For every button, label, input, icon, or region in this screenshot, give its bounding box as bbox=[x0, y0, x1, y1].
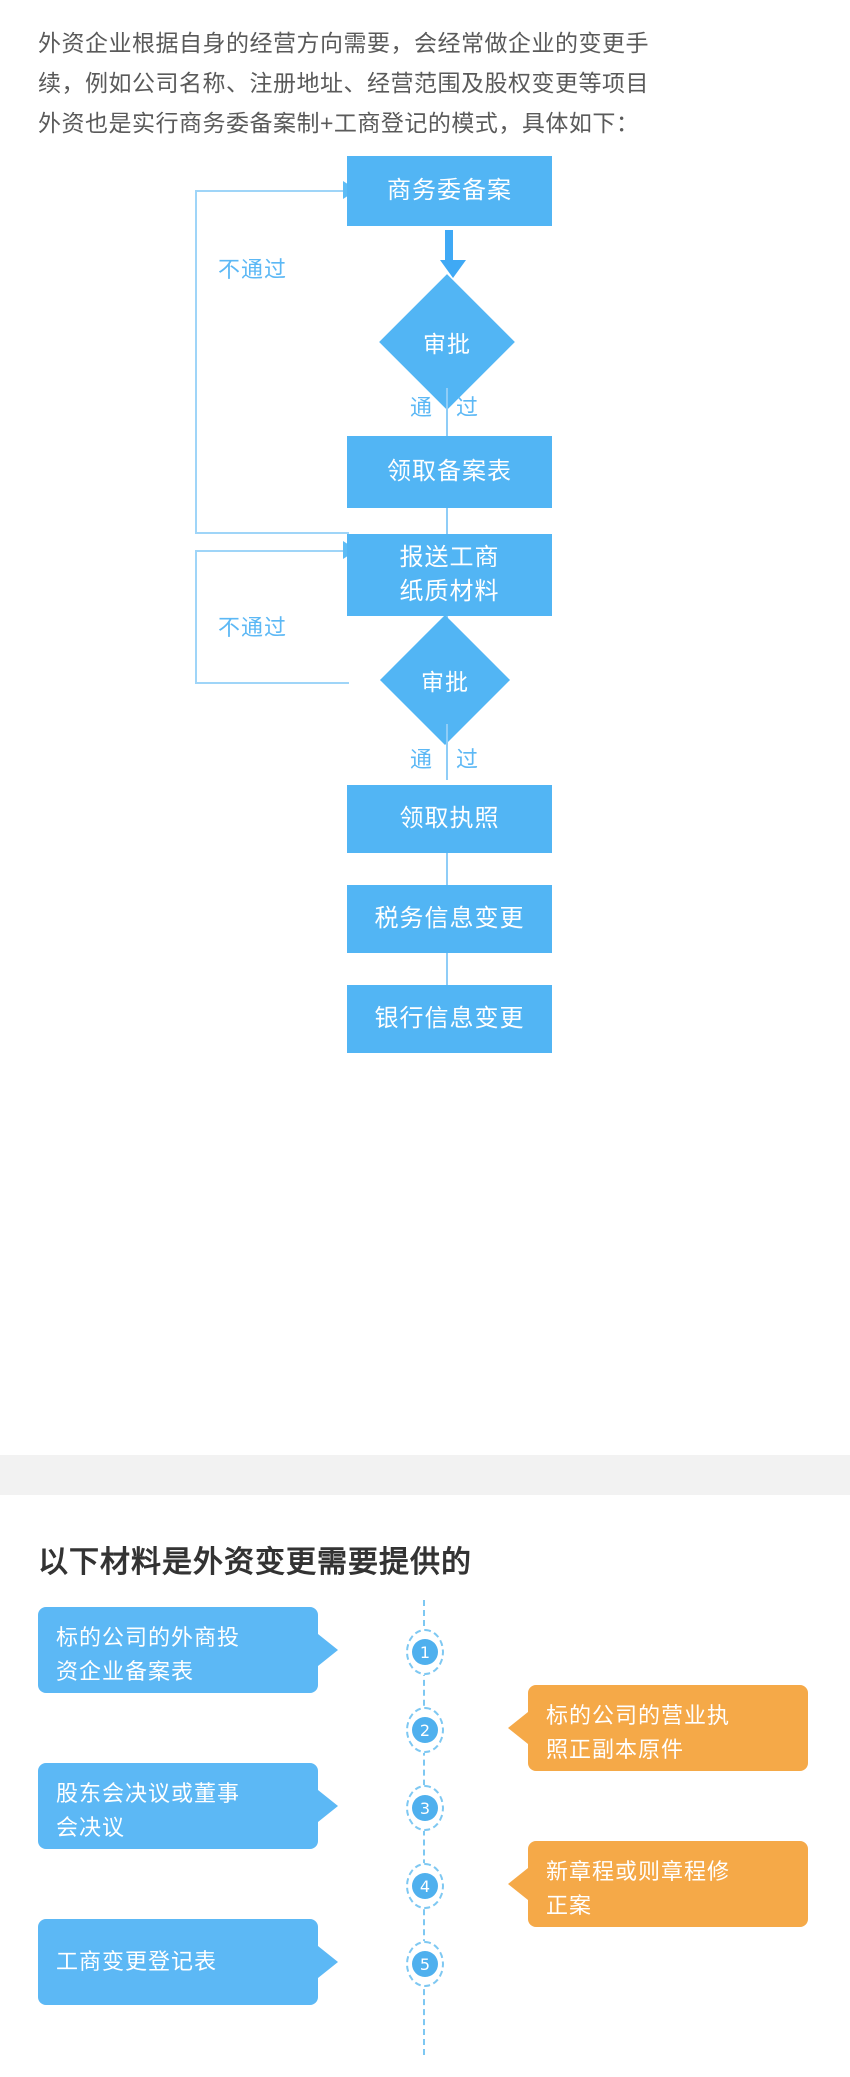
material-item-2-line1: 标的公司的营业执 bbox=[546, 1703, 731, 1728]
pass-label-2-right: 过 bbox=[456, 747, 479, 772]
flow-node-submit-paper-docs[interactable]: 报送工商 纸质材料 bbox=[347, 534, 552, 616]
flow-line-4-5 bbox=[446, 853, 448, 885]
flow-node-get-filing-form[interactable]: 领取备案表 bbox=[347, 436, 552, 508]
material-item-5-tail bbox=[318, 1946, 338, 1978]
material-item-2-tail bbox=[508, 1712, 528, 1744]
reject-label-2: 不通过 bbox=[218, 615, 288, 640]
flow-line-2-3 bbox=[446, 508, 448, 534]
materials-title: 以下材料是外资变更需要提供的 bbox=[38, 1546, 472, 1579]
material-node-5-number: 5 bbox=[412, 1951, 438, 1977]
flow-arrow-1-head bbox=[440, 260, 466, 278]
pass-label-1-left: 通 bbox=[410, 395, 433, 420]
material-item-4-line2: 正案 bbox=[546, 1893, 593, 1918]
flow-arrow-1-shaft bbox=[445, 230, 453, 262]
material-node-2-number: 2 bbox=[412, 1717, 438, 1743]
flow-node-commerce-filing-label: 商务委备案 bbox=[387, 177, 512, 204]
intro-line-2: 续，例如公司名称、注册地址、经营范围及股权变更等项目 bbox=[38, 70, 649, 96]
pass-label-1-right: 过 bbox=[456, 395, 479, 420]
material-item-1[interactable]: 标的公司的外商投 资企业备案表 bbox=[38, 1607, 318, 1693]
reject-label-1: 不通过 bbox=[218, 257, 288, 282]
material-node-3-number: 3 bbox=[412, 1795, 438, 1821]
flow-line-pass-1 bbox=[446, 388, 448, 438]
material-node-2: 2 bbox=[406, 1707, 444, 1753]
flow-node-submit-paper-docs-line1: 报送工商 bbox=[399, 544, 500, 571]
flow-node-commerce-filing[interactable]: 商务委备案 bbox=[347, 156, 552, 226]
intro-line-1: 外资企业根据自身的经营方向需要，会经常做企业的变更手 bbox=[38, 30, 649, 56]
material-item-3-line2: 会决议 bbox=[56, 1815, 126, 1840]
intro-line-3: 外资也是实行商务委备案制+工商登记的模式，具体如下： bbox=[38, 110, 640, 136]
flow-node-get-license-label: 领取执照 bbox=[399, 805, 500, 832]
material-item-1-tail bbox=[318, 1634, 338, 1666]
flow-node-submit-paper-docs-line2: 纸质材料 bbox=[399, 578, 500, 605]
material-node-5: 5 bbox=[406, 1941, 444, 1987]
flow-line-pass-2 bbox=[446, 724, 448, 780]
material-item-3[interactable]: 股东会决议或董事 会决议 bbox=[38, 1763, 318, 1849]
reject-loop-2 bbox=[195, 550, 349, 684]
process-flowchart: 不通过 商务委备案 审批 通 过 领取备案表 不通过 报送工商 纸质材料 审批 … bbox=[0, 150, 850, 1450]
material-node-1: 1 bbox=[406, 1629, 444, 1675]
flow-node-tax-change-label: 税务信息变更 bbox=[374, 905, 525, 932]
material-item-1-line1: 标的公司的外商投 bbox=[56, 1625, 241, 1650]
material-item-4-tail bbox=[508, 1868, 528, 1900]
material-item-3-tail bbox=[318, 1790, 338, 1822]
material-item-4[interactable]: 新章程或则章程修 正案 bbox=[528, 1841, 808, 1927]
material-item-3-line1: 股东会决议或董事 bbox=[56, 1781, 241, 1806]
flow-node-approval-2[interactable]: 审批 bbox=[379, 614, 511, 746]
flow-node-tax-change[interactable]: 税务信息变更 bbox=[347, 885, 552, 953]
intro-paragraph: 外资企业根据自身的经营方向需要，会经常做企业的变更手 续，例如公司名称、注册地址… bbox=[0, 0, 850, 150]
flow-node-approval-2-label: 审批 bbox=[421, 669, 469, 695]
flow-node-approval-1-label: 审批 bbox=[423, 331, 471, 357]
flow-line-5-6 bbox=[446, 953, 448, 985]
materials-section: 以下材料是外资变更需要提供的 标的公司的外商投 资企业备案表 1 标的公司的营业… bbox=[0, 1495, 850, 2077]
reject-loop-1 bbox=[195, 190, 349, 534]
material-node-4: 4 bbox=[406, 1863, 444, 1909]
flow-node-get-filing-form-label: 领取备案表 bbox=[387, 458, 512, 485]
material-item-5[interactable]: 工商变更登记表 bbox=[38, 1919, 318, 2005]
material-item-1-line2: 资企业备案表 bbox=[56, 1659, 195, 1684]
pass-label-2-left: 通 bbox=[410, 747, 433, 772]
material-item-2-line2: 照正副本原件 bbox=[546, 1737, 685, 1762]
material-node-4-number: 4 bbox=[412, 1873, 438, 1899]
flow-node-get-license[interactable]: 领取执照 bbox=[347, 785, 552, 853]
material-item-5-line1: 工商变更登记表 bbox=[56, 1949, 218, 1974]
material-node-3: 3 bbox=[406, 1785, 444, 1831]
material-node-1-number: 1 bbox=[412, 1639, 438, 1665]
material-item-2[interactable]: 标的公司的营业执 照正副本原件 bbox=[528, 1685, 808, 1771]
section-divider bbox=[0, 1455, 850, 1495]
flow-node-bank-change-label: 银行信息变更 bbox=[374, 1005, 525, 1032]
flow-node-bank-change[interactable]: 银行信息变更 bbox=[347, 985, 552, 1053]
material-item-4-line1: 新章程或则章程修 bbox=[546, 1859, 731, 1884]
